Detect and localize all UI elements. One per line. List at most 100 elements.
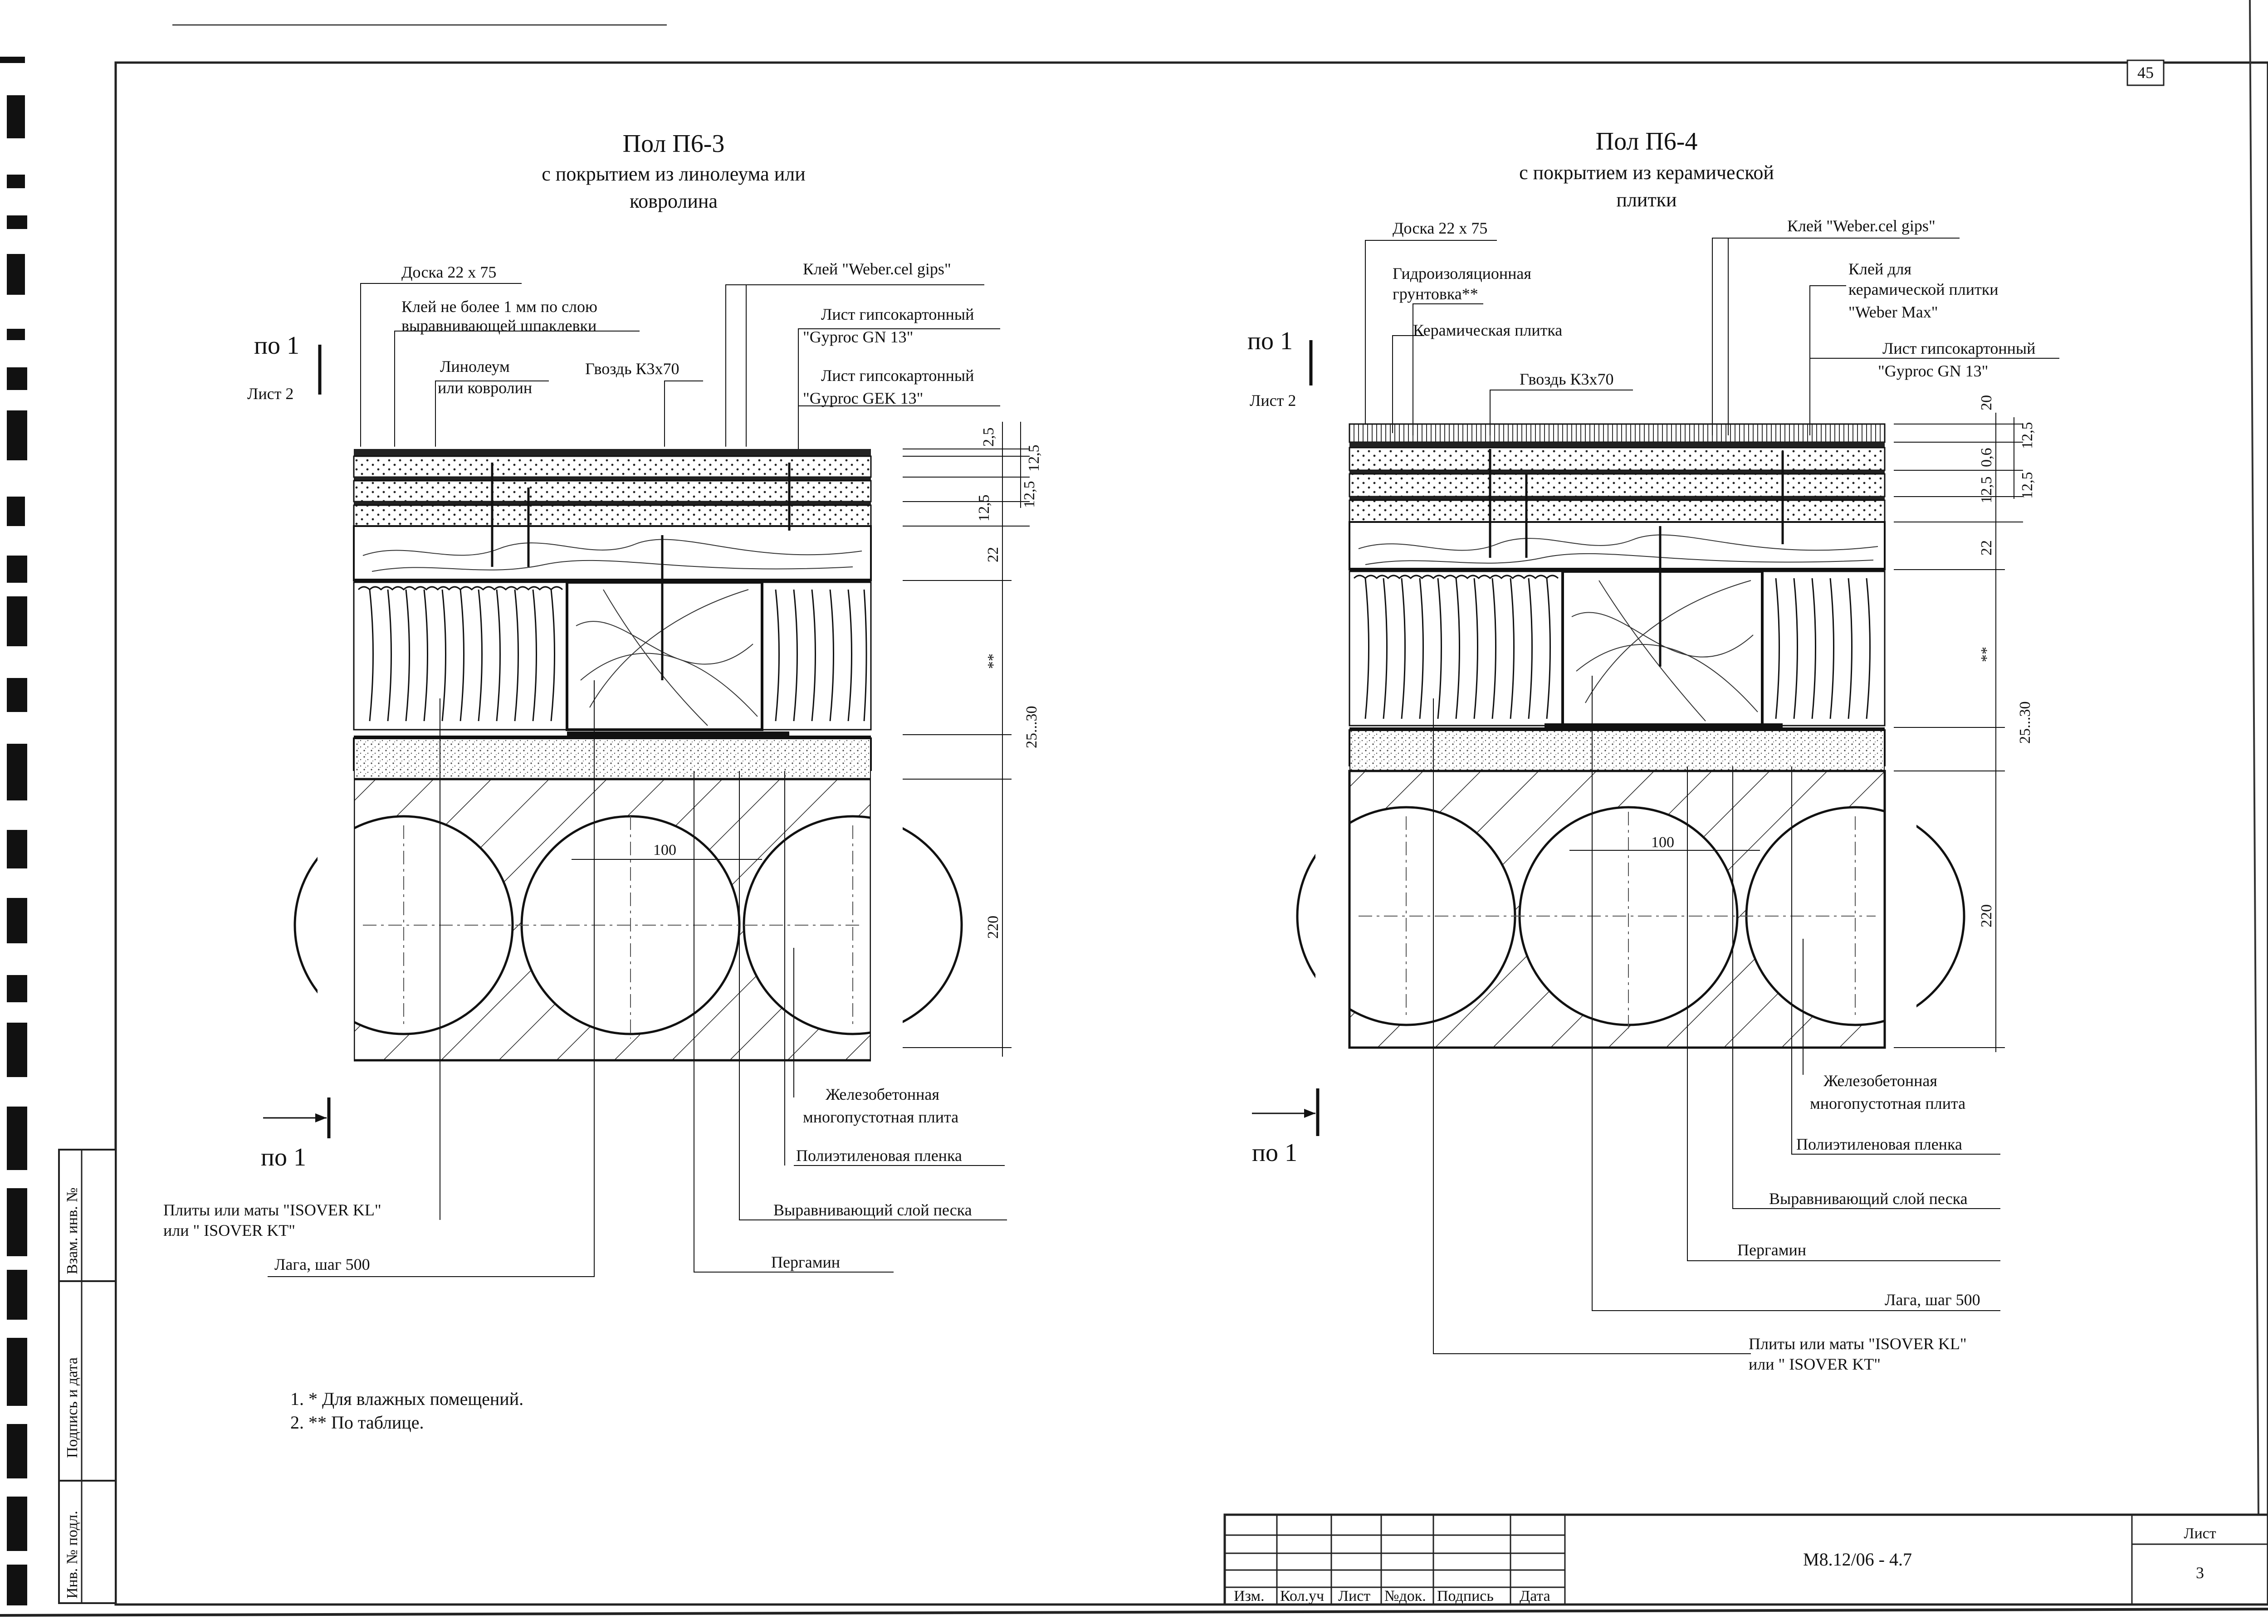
svg-text:**: ** [985,654,1002,669]
svg-text:0,6: 0,6 [1978,448,1995,468]
svg-text:по 1: по 1 [261,1143,306,1171]
svg-text:12,5: 12,5 [1978,477,1995,504]
svg-text:Полиэтиленовая пленка: Полиэтиленовая пленка [796,1146,962,1165]
svg-text:Полиэтиленовая пленка: Полиэтиленовая пленка [1796,1135,1962,1153]
svg-text:22: 22 [1978,540,1995,556]
svg-text:многопустотная плита: многопустотная плита [803,1108,958,1126]
svg-text:Клей "Weber.cel gips": Клей "Weber.cel gips" [1787,217,1936,235]
svg-text:Лист 2: Лист 2 [1250,391,1296,410]
svg-text:Выравнивающий слой песка: Выравнивающий слой песка [1769,1190,1968,1208]
svg-text:Линолеум: Линолеум [440,357,510,376]
note-1: 1. * Для влажных помещений. [290,1389,523,1409]
left-title: Пол П6-3 [623,130,725,158]
col-kolych: Кол.уч [1280,1588,1324,1604]
svg-text:12,5: 12,5 [1021,481,1038,508]
svg-text:12,5: 12,5 [976,495,992,522]
stamp-inv-podl: Инв. № подл. [64,1511,81,1599]
col-podpis: Подпись [1437,1588,1494,1604]
svg-text:выравнивающей шпаклевки: выравнивающей шпаклевки [401,317,596,335]
title-block: Изм. Кол.уч Лист №док. Подпись Дата М8.1… [1223,1513,2268,1606]
right-subtitle-1: с покрытием из керамической [1519,161,1774,184]
sheet-number-box: 45 [2126,59,2165,86]
svg-text:20: 20 [1978,395,1995,410]
left-subtitle-1: с покрытием из линолеума или [542,163,806,185]
svg-text:25...30: 25...30 [2017,702,2033,744]
right-section-marker-bottom: по 1 [1252,1088,1320,1167]
svg-text:Лист гипсокартонный: Лист гипсокартонный [821,366,974,385]
svg-text:Железобетонная: Железобетонная [1823,1072,1937,1090]
left-dimensions [903,422,1030,1057]
svg-text:Железобетонная: Железобетонная [826,1085,939,1103]
left-section-marker-bottom: по 1 [261,1097,331,1171]
right-dimensions [1894,413,2023,1052]
svg-text:грунтовка**: грунтовка** [1393,285,1478,303]
left-subtitle-2: ковролина [630,190,718,212]
svg-text:220: 220 [1978,904,1995,927]
svg-text:22: 22 [985,547,1002,562]
list-label: Лист [2184,1525,2216,1542]
right-detail: Пол П6-4 с покрытием из керамической пли… [1247,127,2059,1373]
col-izm: Изм. [1234,1588,1265,1604]
svg-text:или " ISOVER KT": или " ISOVER KT" [1749,1355,1881,1373]
svg-text:12,5: 12,5 [1026,445,1042,472]
left-leaders [268,283,1007,1277]
sheet-number: 45 [2137,63,2154,82]
right-leaders [1365,238,2059,1354]
svg-text:Лист гипсокартонный: Лист гипсокартонный [1882,339,2035,357]
col-ndok: №док. [1384,1588,1426,1604]
svg-text:12,5: 12,5 [2019,472,2036,499]
svg-text:25...30: 25...30 [1023,706,1040,749]
svg-text:100: 100 [1651,834,1674,851]
right-section-marker-top: по 1 Лист 2 [1247,327,1313,410]
svg-text:Керамическая плитка: Керамическая плитка [1413,321,1562,339]
svg-text:"Gyproc GN 13": "Gyproc GN 13" [1878,362,1988,380]
right-floor-section [1296,423,1965,1057]
col-list: Лист [1338,1588,1370,1604]
left-label-board: Доска 22 х 75 [401,263,496,281]
right-title: Пол П6-4 [1596,127,1698,156]
svg-text:многопустотная плита: многопустотная плита [1810,1094,1965,1112]
side-stamp: Взам. инв. № Подпись и дата Инв. № подл. [58,1149,117,1604]
right-subtitle-2: плитки [1616,189,1677,211]
svg-text:Лага, шаг 500: Лага, шаг 500 [1885,1291,1980,1309]
svg-text:Лист 2: Лист 2 [247,385,293,403]
svg-text:Пергамин: Пергамин [1737,1241,1806,1259]
svg-text:Лага, шаг 500: Лага, шаг 500 [274,1255,370,1273]
svg-text:или ковролин: или ковролин [438,379,532,397]
svg-text:или " ISOVER KT": или " ISOVER KT" [163,1221,295,1239]
doc-code: М8.12/06 - 4.7 [1803,1549,1912,1570]
svg-text:Лист гипсокартонный: Лист гипсокартонный [821,305,974,323]
svg-text:Клей не более 1 мм по слою: Клей не более 1 мм по слою [401,297,597,316]
left-floor-section [293,449,963,1070]
svg-text:100: 100 [653,842,676,858]
svg-text:Плиты или маты "ISOVER KL": Плиты или маты "ISOVER KL" [1749,1335,1967,1353]
svg-text:"Gyproc GEK 13": "Gyproc GEK 13" [803,389,923,407]
svg-text:Гидроизоляционная: Гидроизоляционная [1393,264,1531,283]
right-label-board: Доска 22 х 75 [1393,219,1487,237]
svg-text:Пергамин: Пергамин [771,1253,840,1271]
svg-text:по 1: по 1 [1247,327,1293,355]
col-data: Дата [1520,1588,1550,1604]
left-detail: Пол П6-3 с покрытием из линолеума или ко… [163,130,1042,1277]
svg-text:"Weber Max": "Weber Max" [1848,303,1938,321]
note-2: 2. ** По таблице. [290,1412,424,1433]
perforation-marks [0,57,27,1605]
right-label-nail: Гвоздь К3х70 [1520,370,1614,388]
list-number: 3 [2196,1564,2204,1582]
left-label-nail: Гвоздь К3х70 [585,360,679,378]
svg-text:12,5: 12,5 [2019,422,2036,449]
svg-text:Выравнивающий слой песка: Выравнивающий слой песка [773,1201,972,1219]
stamp-vzam-inv: Взам. инв. № [64,1187,81,1274]
stamp-podpis-data: Подпись и дата [64,1357,81,1458]
svg-text:по 1: по 1 [254,332,299,360]
svg-text:Клей для: Клей для [1848,260,1911,278]
notes: 1. * Для влажных помещений. 2. ** По таб… [290,1389,523,1433]
svg-text:2,5: 2,5 [980,428,997,447]
left-section-marker-top: по 1 Лист 2 [247,332,322,403]
svg-text:**: ** [1978,647,1995,662]
svg-text:220: 220 [985,916,1002,939]
svg-text:по 1: по 1 [1252,1139,1297,1167]
svg-text:керамической плитки: керамической плитки [1848,280,1998,298]
